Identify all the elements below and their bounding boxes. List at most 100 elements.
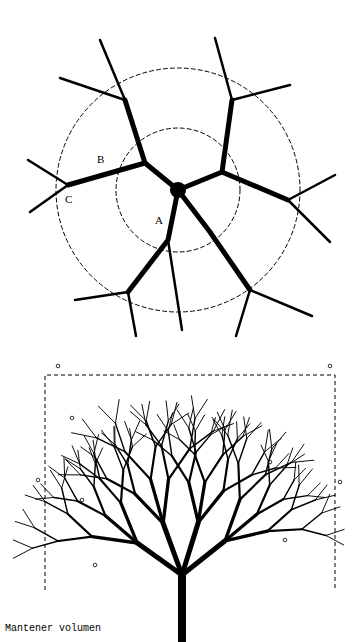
branch-letter: A [154, 214, 164, 226]
tree-branch [194, 431, 196, 455]
branch [100, 40, 125, 100]
secondary-branches [28, 38, 335, 336]
tree-drawing [13, 396, 344, 642]
tree-branch [299, 469, 312, 485]
branch [60, 78, 125, 100]
tree-branch [128, 440, 132, 465]
tree-branch [82, 419, 96, 438]
branch [250, 290, 312, 316]
side-view [13, 364, 344, 642]
top-view-plan [28, 38, 335, 336]
tree-branch [294, 468, 305, 480]
tree-branch [267, 510, 291, 531]
tree-branch [146, 401, 149, 421]
branch [68, 163, 178, 190]
tree-branch [265, 430, 268, 452]
branch [28, 160, 68, 185]
tree-branch [146, 421, 155, 447]
tree-branch [65, 459, 80, 475]
tree-branch [98, 406, 115, 423]
tree-branch [72, 446, 80, 464]
tree-branch [142, 404, 146, 424]
tree-branch [270, 466, 287, 485]
tree-branch [45, 502, 68, 514]
tree-branch [174, 425, 180, 440]
tree-branch [81, 475, 107, 479]
tree-branch [222, 417, 225, 436]
tree-branch [270, 429, 272, 448]
tree-branch [189, 483, 198, 523]
tree-branch [151, 447, 156, 480]
tree-branch [68, 514, 92, 537]
tree-branch [49, 466, 65, 478]
tree-branch [238, 438, 246, 463]
tree-branch [287, 448, 293, 466]
tree-branch [291, 485, 299, 510]
tree-branch [240, 475, 266, 500]
tree-branch [65, 478, 78, 501]
tree-branch [283, 480, 294, 499]
tree-branch [268, 444, 276, 462]
tree-branch [195, 415, 204, 431]
tree-branch [205, 455, 223, 483]
tree-branch [212, 417, 228, 435]
tree-branch [54, 497, 78, 500]
tree-branch [308, 483, 321, 496]
tree-branch [125, 452, 151, 480]
small-mark [36, 478, 40, 482]
tree-branch [238, 463, 240, 499]
tree-branch [198, 491, 223, 522]
branch [288, 175, 335, 200]
tree-branch [115, 400, 119, 424]
inner-dashed-circle [116, 128, 240, 252]
branch [178, 100, 232, 190]
tree-branch [228, 435, 239, 463]
tree-branch [291, 500, 315, 510]
tree-branch [33, 541, 59, 548]
outer-dashed-circle [56, 68, 300, 312]
tree-branch [272, 432, 286, 449]
small-mark [56, 364, 60, 368]
tree-branch [93, 440, 95, 457]
branch [236, 290, 250, 336]
tree-branch [225, 531, 267, 541]
branch [232, 85, 290, 100]
tree-branch [114, 427, 115, 445]
tree-branch [121, 503, 137, 543]
tree-branch [298, 465, 299, 485]
tree-branch [131, 421, 139, 440]
tree-branch [94, 487, 106, 516]
branch [128, 292, 136, 336]
tree-branch [236, 422, 238, 439]
tree-branch [41, 484, 54, 498]
branch [168, 240, 182, 330]
tree-branch [326, 529, 344, 535]
tree-branch [326, 535, 344, 544]
tree-branch [162, 421, 169, 446]
small-mark [70, 416, 74, 420]
tree-branch [302, 513, 322, 529]
tree-branch [268, 461, 269, 485]
tree-branch [62, 488, 68, 514]
tree-branch [222, 435, 228, 459]
tree-branch [302, 529, 326, 535]
small-mark [338, 480, 342, 484]
main-branches [68, 100, 288, 292]
tree-branch [50, 470, 61, 488]
tree-branch [168, 413, 172, 431]
small-mark [80, 498, 84, 502]
trunk-center [170, 182, 186, 198]
tree-branch [153, 440, 172, 456]
tree-branch [58, 474, 80, 475]
tree-branch [13, 540, 32, 548]
tree-branch [177, 410, 189, 428]
small-mark [328, 364, 332, 368]
tree-branch [147, 423, 153, 440]
branch [215, 38, 232, 100]
tree-branch [115, 423, 124, 451]
branch [75, 292, 128, 300]
tree-branch [188, 414, 196, 431]
tree-branch [80, 469, 94, 487]
tree-branch [257, 499, 283, 514]
